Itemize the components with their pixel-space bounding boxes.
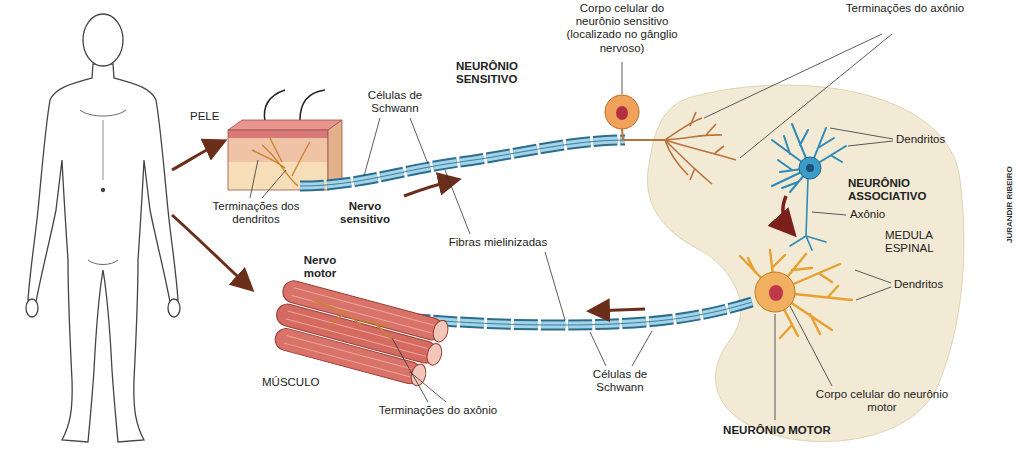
neuron-title: NEURÔNIO SENSITIVO [456,60,556,86]
part-label: Corpo celular do neurônio motor [812,388,952,414]
human-figure [26,14,180,442]
part-label: Fibras mielinizadas [428,236,568,249]
part-label: PELE [190,110,230,123]
part-label: Dendritos [896,133,976,146]
organ-label: MÚSCULO [262,376,342,389]
part-label: Células de Schwann [350,89,440,115]
watermark: JURANDIR RIBEIRO [1005,155,1014,255]
part-label: Terminações do axônio [845,2,965,15]
skin-block [228,90,342,190]
part-label: Terminações do axônio [378,404,498,417]
part-label: Terminações dos dendritos [206,200,306,226]
nerve-title: Nervo sensitivo [330,200,400,226]
region-label: MEDULA ESPINAL [885,229,961,255]
part-label: Dendritos [894,278,974,291]
muscle-bundle [268,278,450,390]
neuron-title: NEURÔNIO MOTOR [722,424,832,437]
note-label: Corpo celular do neurônio sensitivo (loc… [557,2,687,55]
part-label: Axônio [850,208,910,221]
neuron-title: NEURÔNIO ASSOCIATIVO [848,177,958,203]
nerve-title: Nervo motor [290,254,350,280]
part-label: Células de Schwann [575,368,665,394]
